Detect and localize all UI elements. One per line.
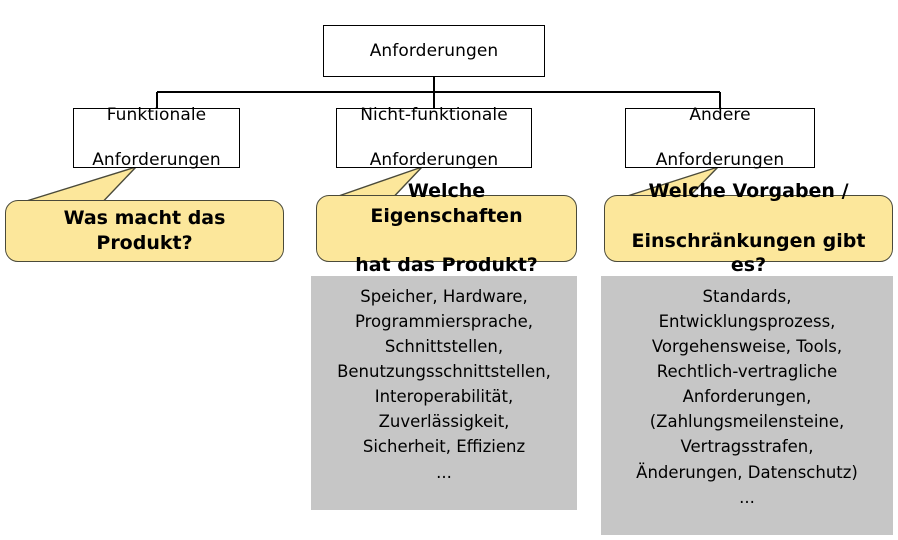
panel-line: Änderungen, Datenschutz) — [636, 462, 858, 482]
panel-line: Rechtlich-vertragliche — [656, 362, 838, 382]
node-line-2: Anforderungen — [369, 150, 499, 171]
panel-andere-details: Standards, Entwicklungsprozess, Vorgehen… — [601, 276, 893, 535]
node-nicht-funktionale-anforderungen: Nicht-funktionale Anforderungen — [336, 105, 532, 170]
panel-line: Schnittstellen, — [384, 337, 504, 357]
callout-nicht-funktionale: Welche Eigenschaften hat das Produkt? — [316, 180, 577, 276]
callout-line-2: Einschränkungen gibt es? — [631, 229, 866, 277]
panel-ellipsis: ... — [739, 487, 755, 507]
node-line-2: Anforderungen — [655, 150, 785, 171]
node-funktionale-anforderungen: Funktionale Anforderungen — [73, 105, 240, 170]
node-line-1: Nicht-funktionale — [360, 105, 508, 126]
panel-nicht-funktionale-details: Speicher, Hardware, Programmiersprache, … — [311, 276, 577, 510]
node-line-1: Andere — [689, 105, 751, 126]
panel-line: Benutzungsschnittstellen, — [337, 362, 551, 382]
callout-nicht-funktionale-text: Welche Eigenschaften hat das Produkt? — [317, 179, 576, 278]
panel-line: Vorgehensweise, Tools, — [651, 337, 843, 357]
node-nicht-funktionale-anforderungen-label: Nicht-funktionale Anforderungen — [352, 104, 516, 171]
node-andere-anforderungen-label: Andere Anforderungen — [648, 104, 793, 171]
panel-line: Programmiersprache, — [354, 312, 534, 332]
panel-line: (Zahlungsmeilensteine, — [649, 412, 845, 432]
callout-andere-text: Welche Vorgaben / Einschränkungen gibt e… — [605, 179, 892, 278]
node-anforderungen-label: Anforderungen — [369, 40, 499, 61]
node-line-1: Funktionale — [106, 105, 207, 126]
node-anforderungen: Anforderungen — [323, 25, 545, 77]
panel-line: Speicher, Hardware, — [360, 287, 528, 306]
node-funktionale-anforderungen-label: Funktionale Anforderungen — [84, 104, 229, 171]
panel-line: Anforderungen, — [682, 387, 812, 407]
node-andere-anforderungen: Andere Anforderungen — [625, 105, 815, 170]
panel-line: Zuverlässigkeit, — [378, 412, 510, 432]
panel-line: Sicherheit, Effizienz — [362, 437, 526, 457]
node-line-2: Anforderungen — [92, 150, 221, 171]
panel-line: Interoperabilität, — [374, 387, 514, 407]
panel-line: Entwicklungsprozess, — [658, 312, 836, 332]
callout-line-1: Welche Eigenschaften — [370, 180, 523, 227]
callout-andere: Welche Vorgaben / Einschränkungen gibt e… — [604, 180, 893, 276]
panel-ellipsis: ... — [436, 462, 452, 482]
callout-funktionale: Was macht das Produkt? — [5, 200, 284, 262]
panel-line: Standards, — [702, 287, 792, 306]
callout-funktionale-text: Was macht das Produkt? — [6, 206, 283, 255]
callout-line-1: Welche Vorgaben / — [648, 180, 849, 203]
callout-line-1: Was macht das Produkt? — [63, 207, 226, 254]
panel-line: Vertragsstrafen, — [680, 437, 814, 457]
callout-line-2: hat das Produkt? — [355, 254, 538, 277]
